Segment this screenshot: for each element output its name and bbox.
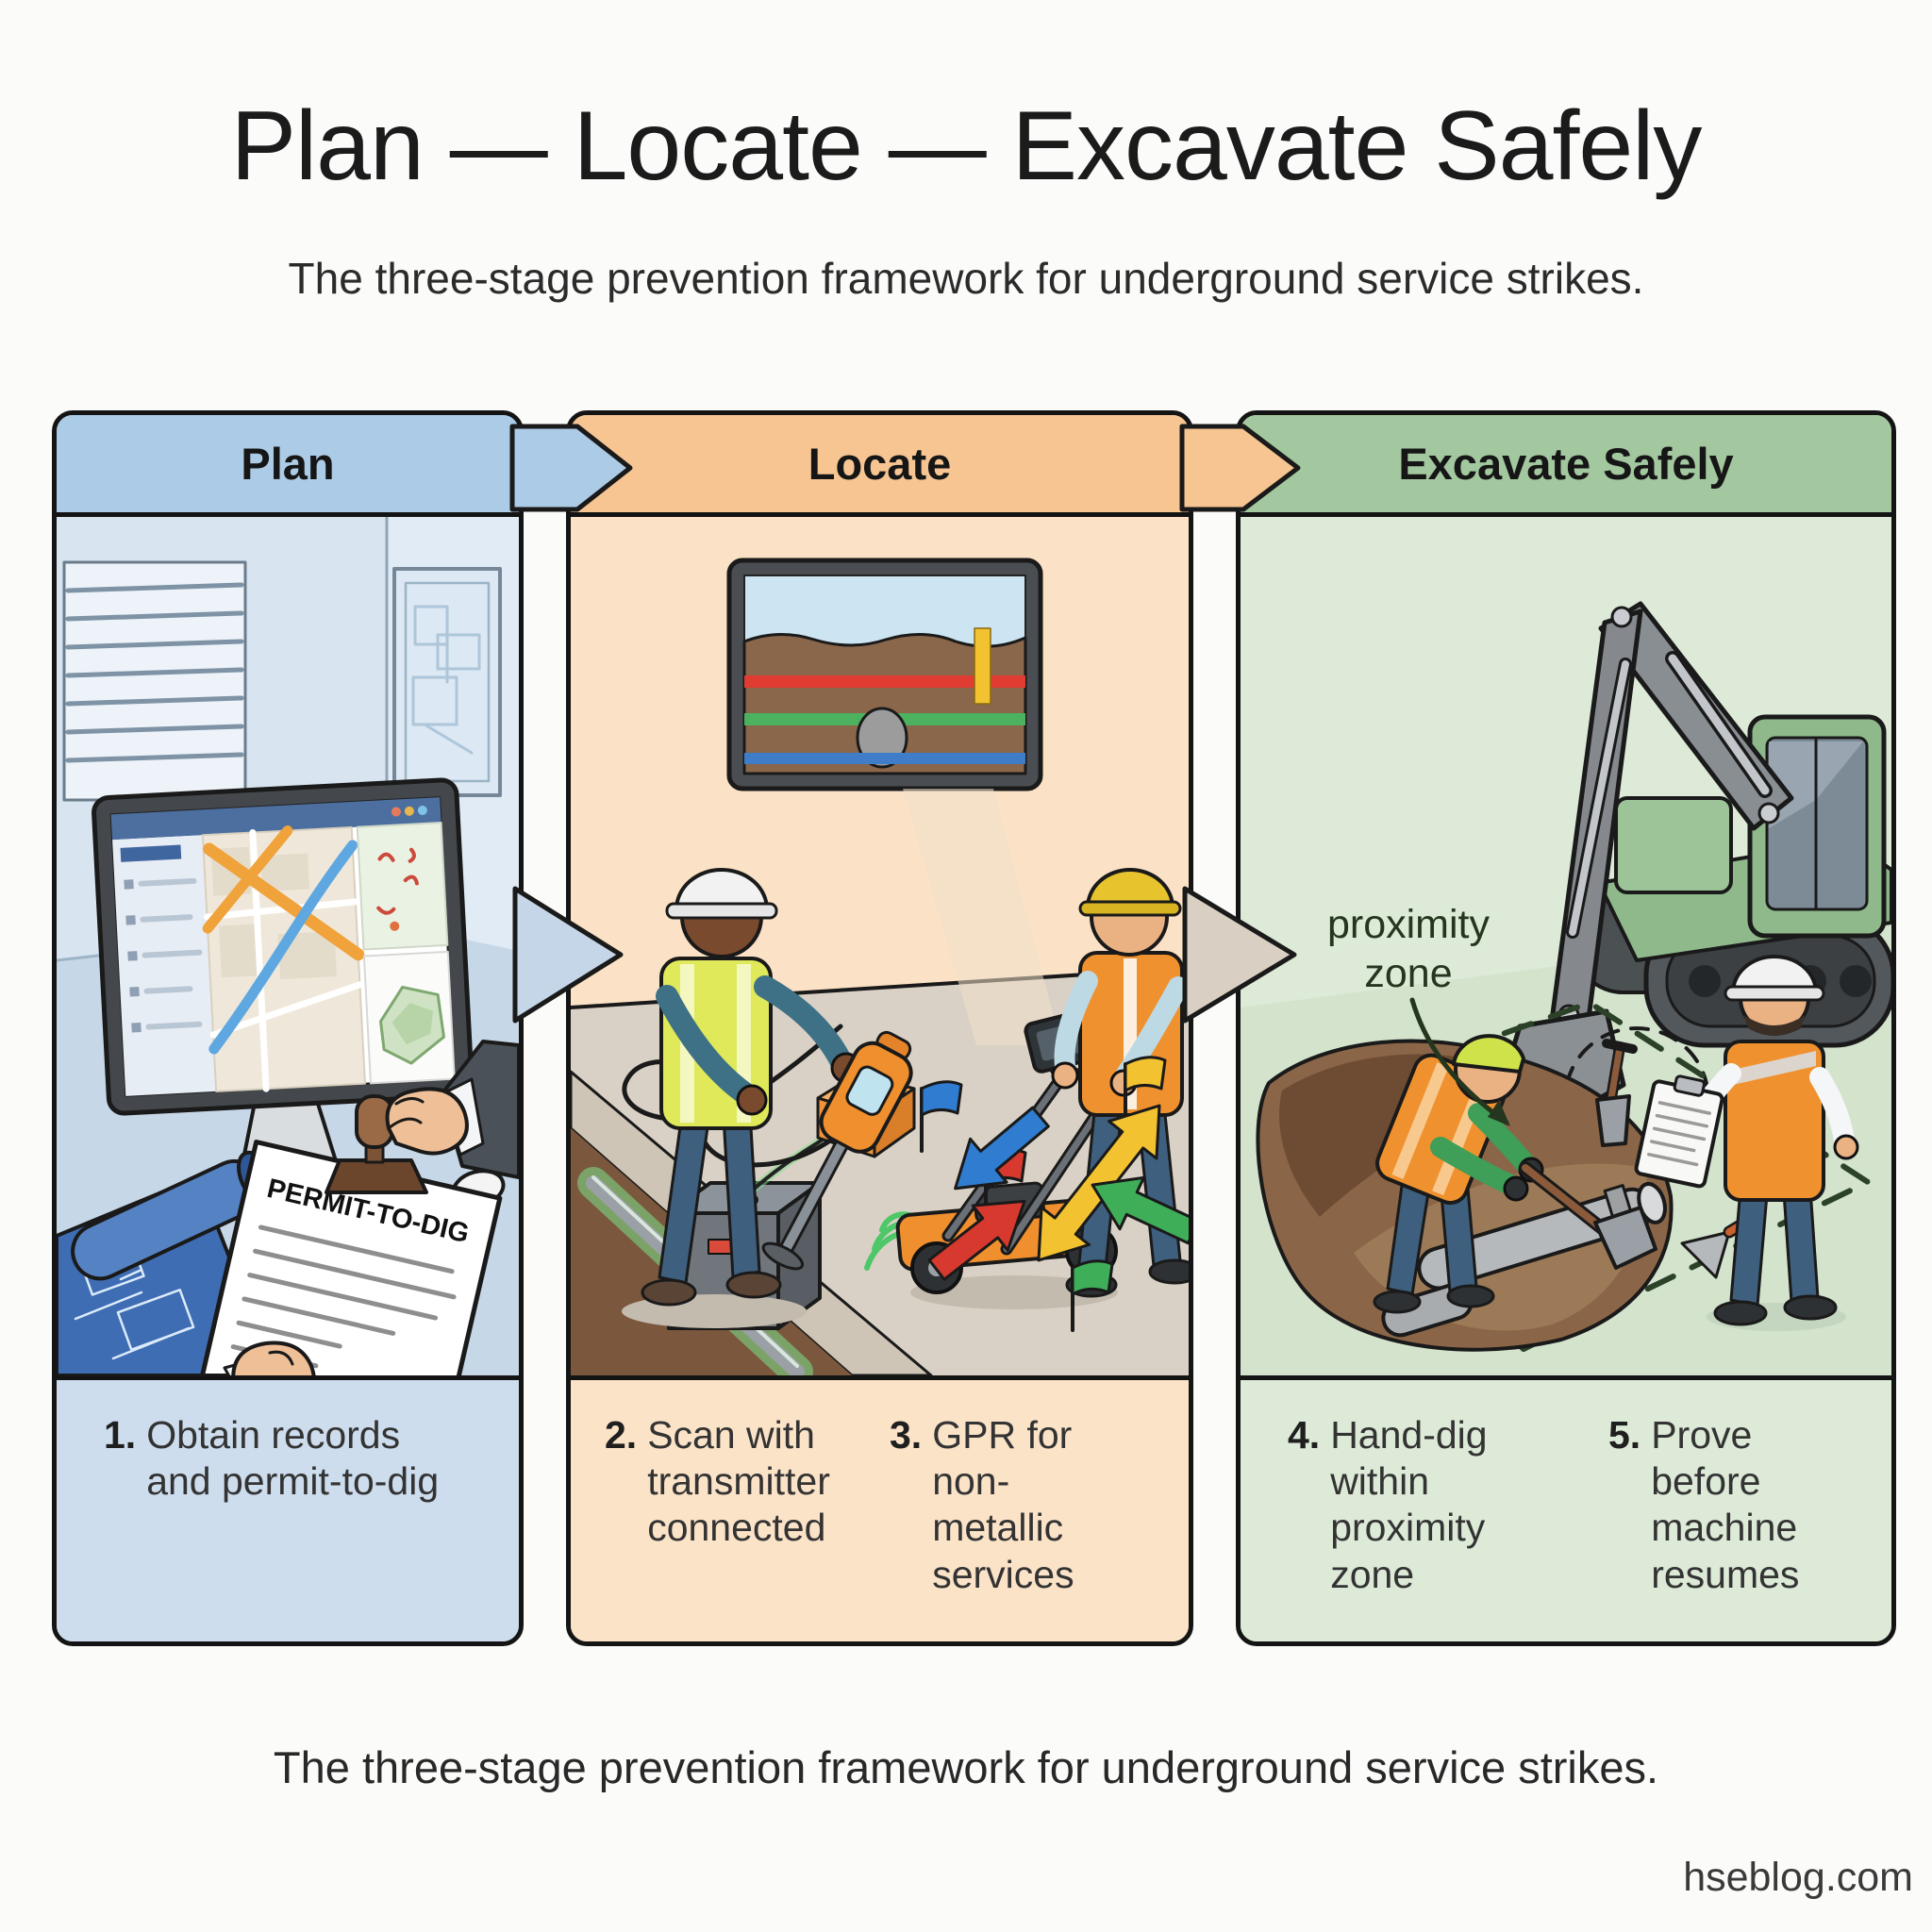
green-flag-icon: [1071, 1259, 1114, 1332]
panel-locate-header: Locate: [571, 415, 1189, 517]
locate-illustration: [571, 517, 1189, 1375]
blue-route-arrow: [954, 1106, 1050, 1191]
sidebar-list: [124, 879, 142, 1033]
holding-hand: [111, 1341, 316, 1375]
map-pane-icon: [201, 825, 366, 1092]
page-subtitle: The three-stage prevention framework for…: [288, 254, 1644, 303]
blue-flag-icon: [920, 1080, 963, 1153]
step-1: 1. Obtain records and permit-to-dig: [104, 1413, 440, 1504]
plan-illustration: PERMIT-TO-DIG: [57, 517, 519, 1375]
step-2: 2. Scan with transmitter connected: [605, 1413, 830, 1550]
proximity-zone-label: proximity zone: [1327, 902, 1510, 1126]
yellow-marker: [974, 627, 991, 705]
excavate-illustration: proximity zone: [1241, 517, 1891, 1375]
panel-plan-label: Plan: [241, 439, 335, 489]
supervisor-hard-hat-icon: [1731, 955, 1818, 994]
plan-illustration-svg: PERMIT-TO-DIG: [57, 517, 519, 1375]
yellow-hard-hat-icon: [1086, 868, 1174, 909]
records-cards-icon: [356, 822, 456, 1085]
panel-plan: Plan: [52, 410, 524, 1646]
panel-excavate: Excavate Safely: [1236, 410, 1896, 1646]
locate-illustration-svg: [571, 517, 1189, 1375]
boulder: [856, 707, 908, 769]
green-route-arrow: [1091, 1175, 1189, 1245]
spade-icon: [1595, 1039, 1638, 1147]
step-4: 4. Hand-dig within proximity zone: [1288, 1413, 1488, 1596]
clipboard-icon: [1634, 1074, 1724, 1189]
panel-excavate-label: Excavate Safely: [1398, 439, 1734, 489]
computer-monitor-icon: [92, 777, 475, 1195]
display-beam: [903, 789, 1061, 1045]
watermark: hseblog.com: [1683, 1855, 1913, 1900]
route-arrows: [927, 1104, 1189, 1281]
stamping-hand: [385, 1040, 519, 1179]
step-5: 5. Prove before machine resumes: [1608, 1413, 1800, 1596]
supervisor: [1634, 955, 1859, 1331]
locator-operator: [622, 868, 862, 1328]
panel-plan-header: Plan: [57, 415, 519, 517]
panel-plan-caption: 1. Obtain records and permit-to-dig: [57, 1375, 519, 1641]
panel-locate-label: Locate: [808, 439, 952, 489]
services-display-icon: [726, 558, 1043, 791]
permit-document: PERMIT-TO-DIG: [179, 1140, 503, 1375]
page-title: Plan — Locate — Excavate Safely: [230, 92, 1703, 201]
panel-excavate-header: Excavate Safely: [1241, 415, 1891, 517]
cable-locator-icon: [761, 1030, 913, 1271]
step-3: 3. GPR for non-metallic services: [890, 1413, 1074, 1596]
wall-blueprint-frame-icon: [392, 567, 502, 797]
blue-service-line: [744, 753, 1025, 764]
shovel-blade: [1593, 1206, 1657, 1270]
yellow-flag-icon: [1124, 1056, 1167, 1130]
hand-digging-worker: [1373, 1034, 1657, 1314]
white-hard-hat-icon: [675, 868, 769, 911]
red-route-arrow: [927, 1199, 1026, 1281]
panel-locate-caption: 2. Scan with transmitter connected 3. GP…: [571, 1375, 1189, 1641]
panel-locate: Locate: [566, 410, 1193, 1646]
green-hard-hat-icon: [1452, 1034, 1525, 1074]
footer-caption: The three-stage prevention framework for…: [273, 1742, 1659, 1792]
zone-pointer-arrow: [1409, 997, 1509, 1125]
svg-text:proximity: proximity: [1327, 902, 1491, 947]
panel-excavate-caption: 4. Hand-dig within proximity zone 5. Pro…: [1241, 1375, 1891, 1641]
red-service-line: [744, 675, 1025, 688]
svg-text:zone: zone: [1364, 951, 1452, 996]
excavate-illustration-svg: proximity zone: [1241, 517, 1891, 1375]
